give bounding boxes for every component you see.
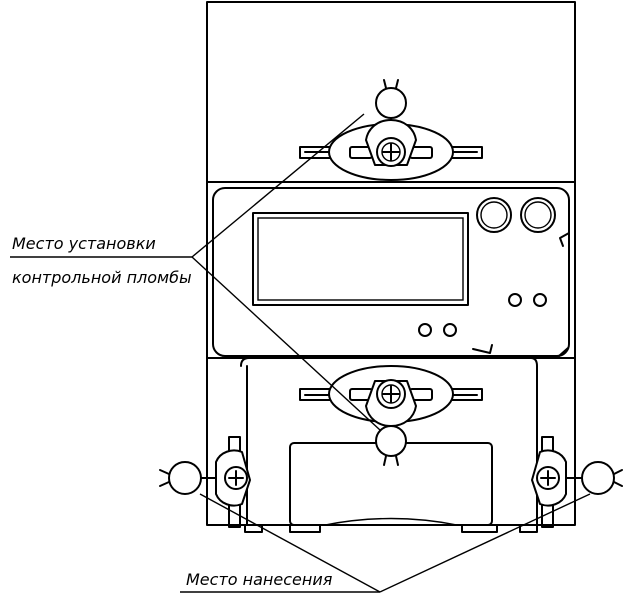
right-side-seal (531, 436, 623, 528)
upper-seal-assembly (299, 79, 483, 181)
leader-lines (10, 113, 591, 593)
lcd-display (252, 212, 469, 306)
button-right (520, 197, 556, 233)
left-seal (168, 461, 202, 495)
button-left (476, 197, 512, 233)
led-4 (443, 323, 457, 337)
meter-body (206, 181, 576, 359)
upper-seal (375, 87, 407, 119)
led-1 (508, 293, 522, 307)
led-3 (418, 323, 432, 337)
lower-seal-assembly (299, 365, 483, 466)
seal-place-label-line1: Место установки (12, 234, 156, 253)
lower-seal (375, 425, 407, 457)
right-seal (581, 461, 615, 495)
led-2 (533, 293, 547, 307)
marking-place-label: Место нанесения (186, 570, 333, 589)
seal-place-label-line2: контрольной пломбы (12, 268, 192, 287)
left-side-seal (159, 436, 251, 528)
